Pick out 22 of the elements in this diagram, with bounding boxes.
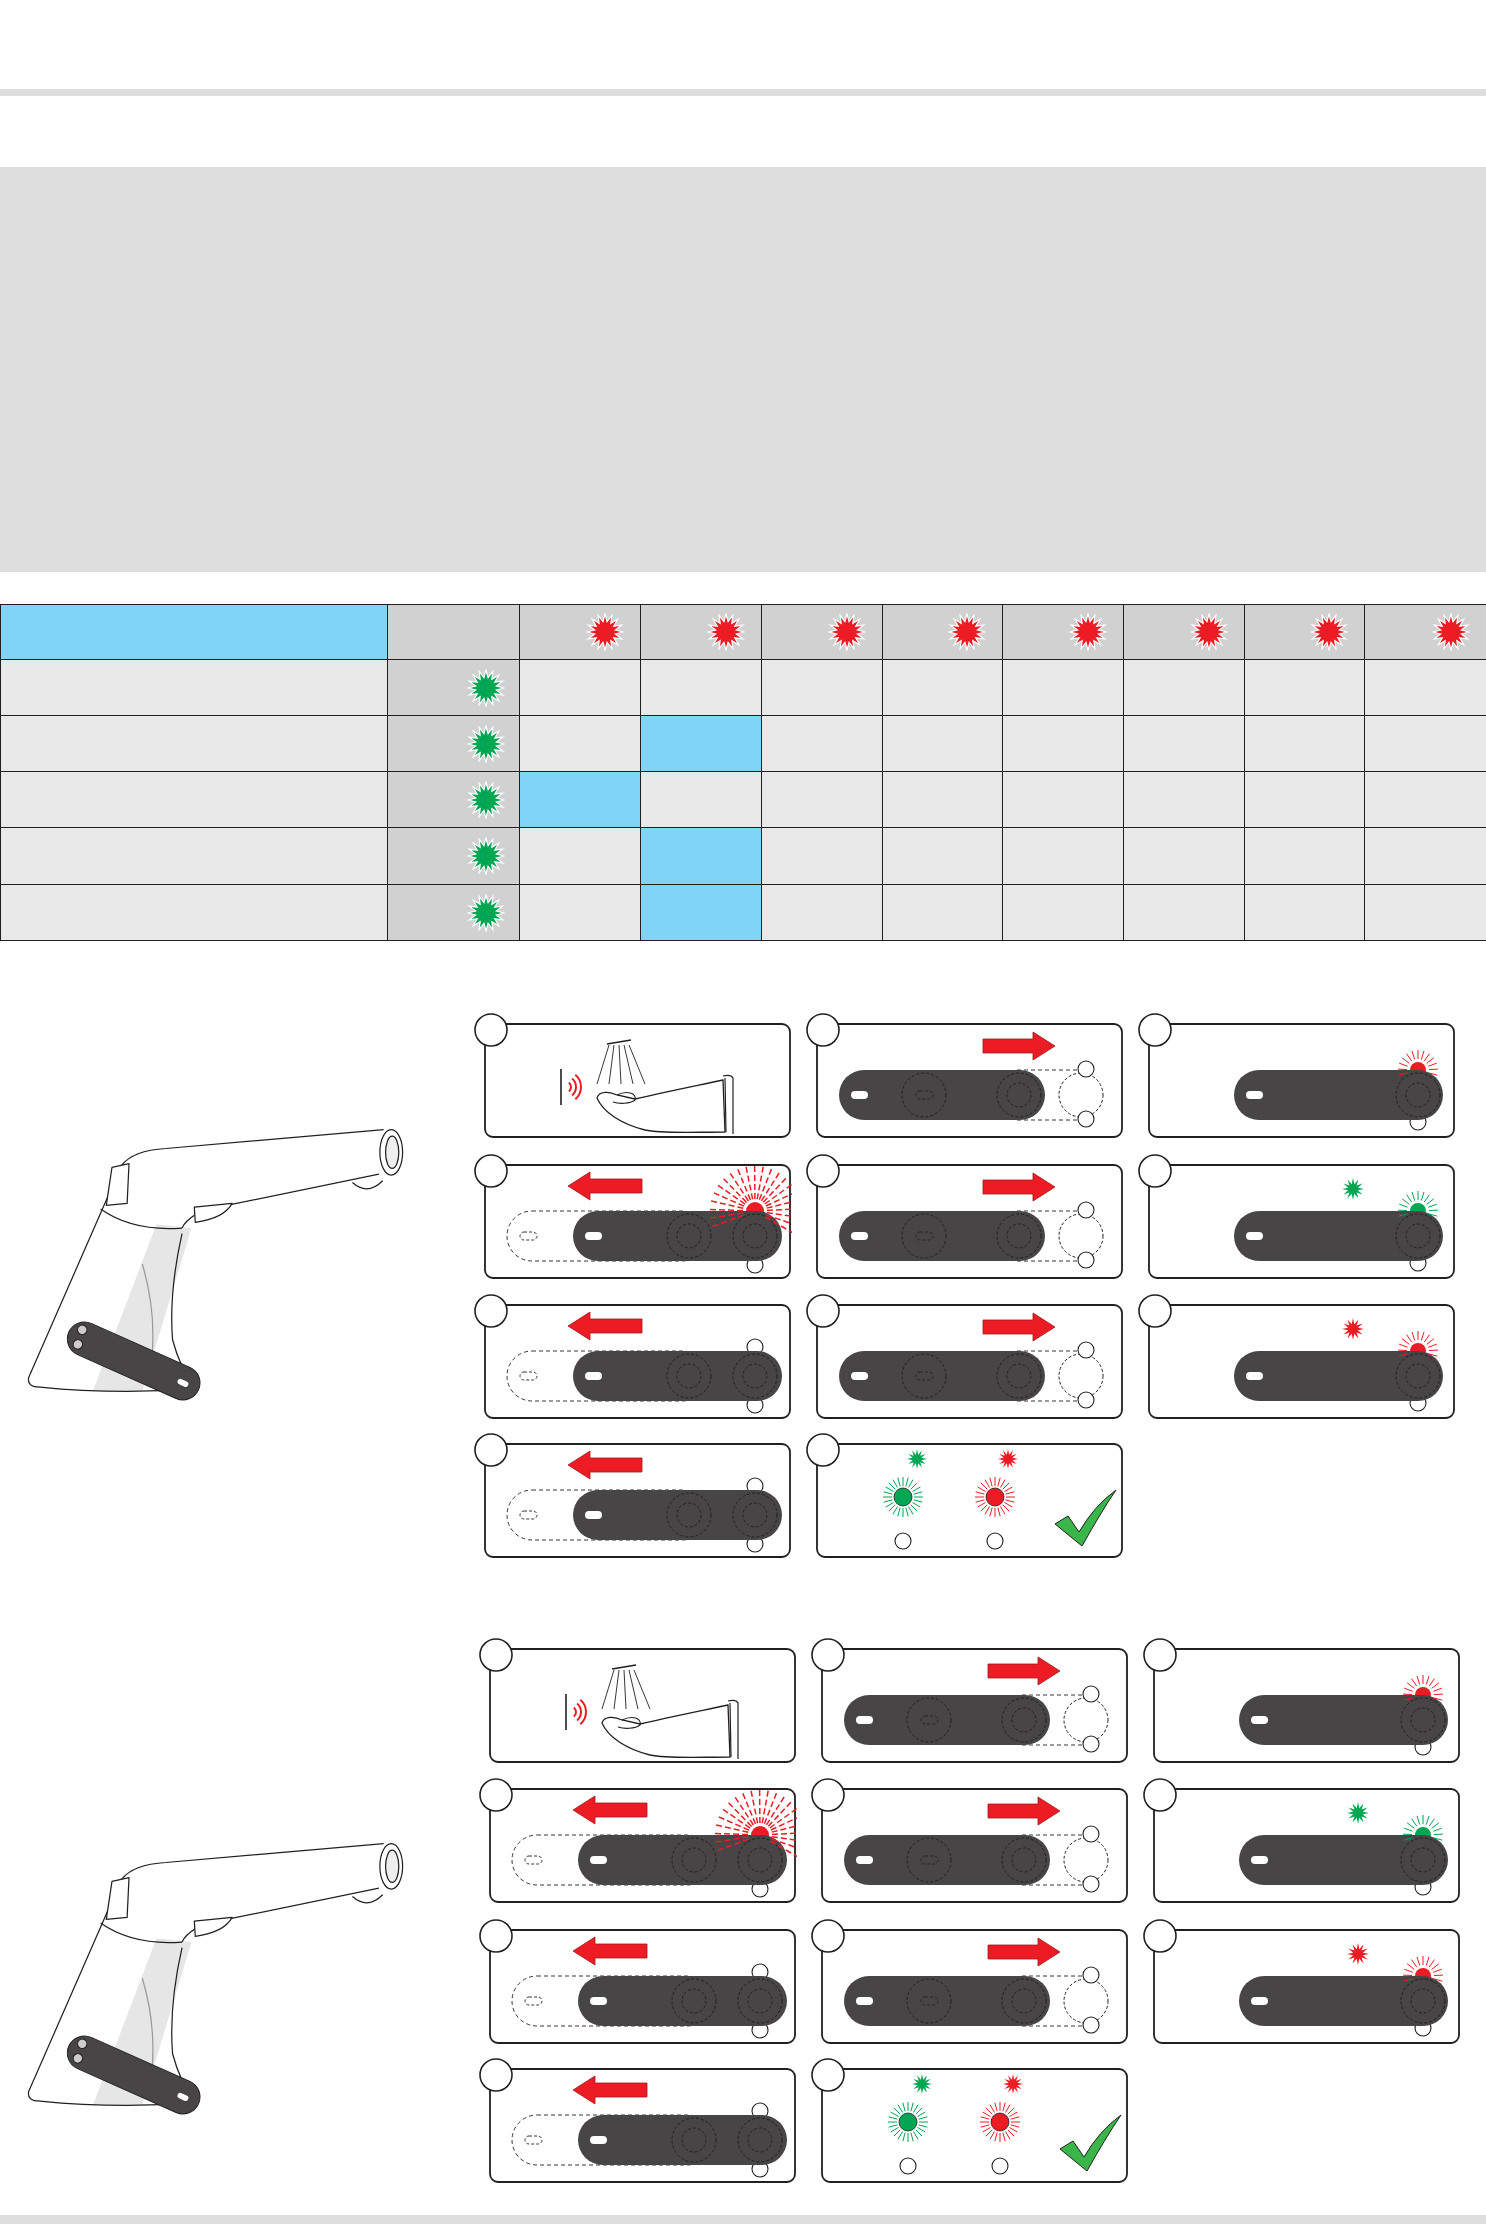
- step-illustration: [1142, 1777, 1461, 1904]
- step-illustration: [810, 1777, 1129, 1904]
- step-illustration: [473, 1432, 792, 1559]
- step-illustration: [810, 1918, 1129, 2045]
- step-illustration: [478, 1918, 797, 2045]
- step-illustration: [473, 1153, 792, 1280]
- step-illustration: [1142, 1637, 1461, 1764]
- step-illustration: [478, 1777, 797, 1904]
- step-illustration: [1142, 1918, 1461, 2045]
- step-illustration: [805, 1432, 1124, 1559]
- step-illustration: [805, 1153, 1124, 1280]
- step-illustration: [810, 1637, 1129, 1764]
- step-illustration: [473, 1293, 792, 1420]
- step-illustration: [1137, 1153, 1456, 1280]
- step-illustration: [805, 1293, 1124, 1420]
- step-illustration: [473, 1012, 792, 1139]
- step-illustration: [478, 2057, 797, 2184]
- step-illustration: [1137, 1012, 1456, 1139]
- step-illustration: [805, 1012, 1124, 1139]
- step-illustration: [1137, 1293, 1456, 1420]
- step-illustration: [810, 2057, 1129, 2184]
- step-illustration: [478, 1637, 797, 1764]
